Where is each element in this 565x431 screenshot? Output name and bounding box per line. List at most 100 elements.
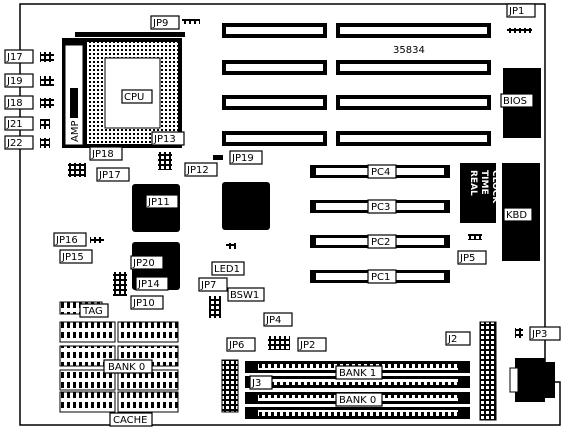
jp11-label-box: [145, 194, 179, 209]
cache-bank0-label-box: [103, 359, 153, 374]
board-serial: 35834: [393, 45, 425, 56]
jp19-header: [213, 155, 223, 160]
jp5-label-box: [457, 250, 487, 265]
bios-label: BIOS: [503, 96, 527, 107]
pc2-label: PC2: [371, 237, 390, 248]
amp-label: AMP: [70, 121, 81, 143]
jp10-label: JP10: [132, 298, 155, 309]
kbd-label-box: [503, 207, 533, 222]
pc3-label: PC3: [371, 202, 390, 213]
jp13-label: JP13: [153, 134, 176, 145]
pc1-label-box: [367, 269, 397, 284]
keyboard-connector: [509, 358, 555, 402]
j22-label: J22: [6, 138, 23, 149]
jp12-header: [158, 152, 172, 170]
chipset-right: [222, 182, 270, 230]
jp15-label-box: [59, 249, 93, 264]
jp3-label: JP3: [531, 329, 547, 340]
jp2-label-box: [297, 337, 327, 352]
jp9-label-box: [150, 15, 180, 30]
bank0-label-box: [335, 392, 383, 407]
pc4-label-box: [367, 164, 397, 179]
j-headers: J17 J19 J18 J21 J22: [4, 49, 54, 150]
bank0-label: BANK 0: [339, 395, 376, 406]
kbd-label: KBD: [506, 210, 527, 221]
j18-label: J18: [6, 98, 23, 109]
j2-label-box: [445, 331, 471, 346]
jp14-label-box: [135, 276, 169, 291]
jp4-label-box: [263, 312, 293, 327]
jp6-label: JP6: [228, 340, 244, 351]
jp18-label-box: [89, 146, 123, 161]
jp6-label-box: [226, 337, 256, 352]
pc2-label-box: [367, 234, 397, 249]
tag-label: TAG: [82, 306, 103, 317]
j17-label: J17: [6, 52, 23, 63]
tag-label-box: [79, 303, 109, 318]
jp3-label-box: [529, 326, 561, 341]
j21-label: J21: [6, 119, 23, 130]
pc3-label-box: [367, 199, 397, 214]
jp16-label-box: [53, 232, 87, 247]
led1-label-box: [211, 261, 245, 276]
jp16-label: JP16: [55, 235, 78, 246]
cpu-lever: [75, 32, 185, 37]
rtc-label-line3: CLOCK: [490, 170, 500, 204]
jp11-label: JP11: [147, 197, 170, 208]
cpu-label-box: [121, 89, 153, 104]
rtc-label-line1: REAL: [468, 170, 478, 196]
j19-label: J19: [6, 76, 23, 87]
cache-label: CACHE: [113, 415, 147, 426]
bank1-label: BANK 1: [339, 368, 376, 379]
jp7-label-box: [198, 277, 228, 292]
jp1-header: [507, 28, 532, 33]
jp2-label: JP2: [299, 340, 315, 351]
pc4-label: PC4: [371, 167, 390, 178]
pc1-label: PC1: [371, 272, 390, 283]
jp4-header: [268, 336, 290, 350]
jp5-label: JP5: [459, 253, 475, 264]
jp14-label: JP14: [137, 279, 160, 290]
bios-label-box: [500, 93, 534, 108]
jp7-label: JP7: [200, 280, 216, 291]
cache-bank0-label: BANK 0: [108, 362, 145, 373]
jp19-label: JP19: [231, 153, 254, 164]
jp9-header: [182, 19, 200, 24]
jp17-header: [68, 163, 86, 177]
jp15-label: JP15: [61, 252, 84, 263]
jp18-label: JP18: [91, 149, 114, 160]
jp17-label-box: [96, 167, 130, 182]
jp9-label: JP9: [152, 18, 168, 29]
jp12-label-box: [184, 162, 218, 177]
jp17-label: JP17: [98, 170, 121, 181]
jp3-header: [515, 328, 523, 338]
bsw1-label-box: [227, 287, 265, 302]
j2-label: J2: [447, 334, 457, 345]
jp10-label-box: [130, 295, 164, 310]
jp13-label-box: [151, 131, 185, 146]
j2-connector: [479, 321, 497, 421]
bank1-label-box: [335, 365, 383, 380]
jp20-label: JP20: [132, 258, 155, 269]
j3-label-box: [249, 375, 273, 390]
jp1-label: JP1: [508, 6, 524, 17]
jp12-label: JP12: [186, 165, 209, 176]
jp19-label-box: [229, 150, 263, 165]
rtc-label-line2: TIME: [479, 170, 489, 195]
bsw1-label: BSW1: [230, 290, 259, 301]
isa-slots: [222, 23, 491, 146]
jp4-label: JP4: [265, 315, 281, 326]
rtc-chip: [460, 163, 496, 223]
led1-header: [226, 243, 236, 249]
led1-label: LED1: [214, 264, 240, 275]
jp20-label-box: [130, 255, 164, 270]
jp16-header: [90, 237, 104, 243]
jp1-label-box: [506, 3, 536, 18]
bsw1-switch: [209, 296, 221, 318]
jp14-header: [113, 272, 127, 296]
jp5-header: [468, 234, 482, 240]
cache-label-box: [109, 412, 153, 427]
j3-label: J3: [251, 378, 261, 389]
cpu-label: CPU: [124, 92, 144, 103]
